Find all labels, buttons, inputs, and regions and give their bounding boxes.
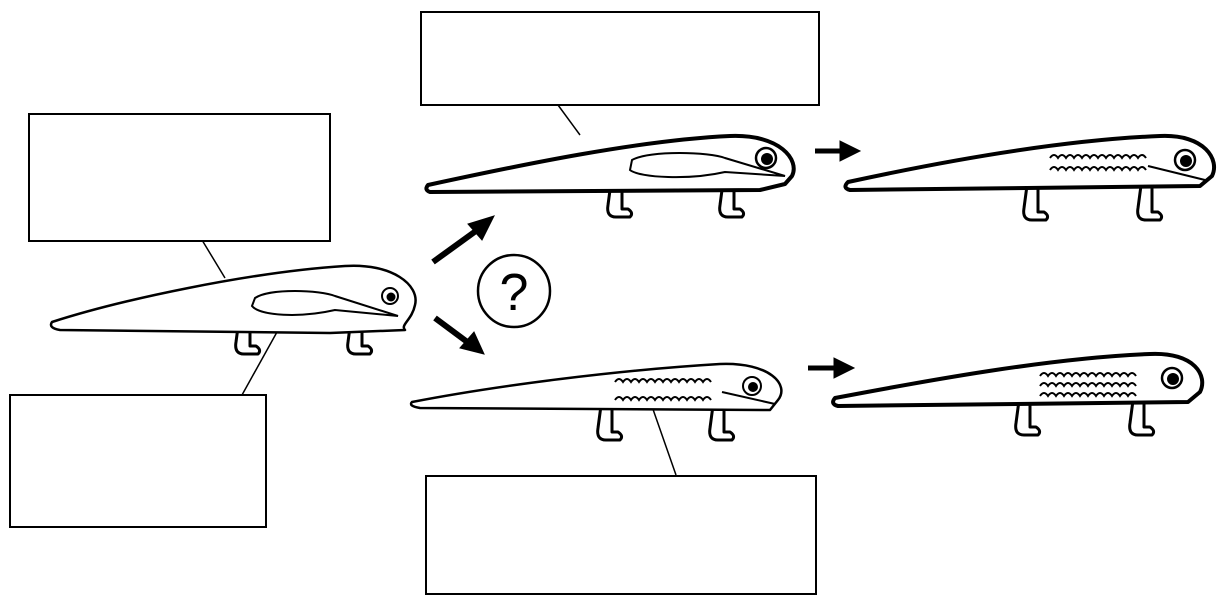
label-box-upper-left[interactable] [28, 113, 331, 242]
label-box-top-center[interactable] [420, 11, 820, 106]
upper-middle-body [424, 133, 796, 194]
label-box-lower-left[interactable] [9, 394, 267, 528]
arrow-right-lower-icon [808, 357, 856, 379]
upper-middle-air-sac [628, 152, 786, 179]
lower-right-body [831, 351, 1205, 408]
ancestor-creature [49, 264, 417, 356]
arrow-down-right-icon [433, 315, 485, 355]
connector-upper-left [201, 239, 226, 279]
lower-right-creature [831, 351, 1205, 437]
arrows [431, 140, 862, 379]
question-mark-text: ? [500, 264, 529, 322]
upper-right-lung-folds [1049, 154, 1147, 160]
lower-middle-lung-folds [614, 378, 712, 384]
ancestor-body [49, 264, 417, 335]
lower-right-lung-folds [1039, 372, 1137, 378]
ancestor-air-sac [250, 290, 399, 317]
arrow-up-right-icon [431, 215, 495, 265]
lower-middle-body [409, 362, 783, 412]
upper-right-body [843, 133, 1216, 192]
label-box-bottom-center[interactable] [425, 475, 817, 595]
arrow-right-upper-icon [815, 140, 862, 162]
upper-middle-creature [424, 133, 796, 219]
upper-right-creature [843, 133, 1216, 222]
question-mark-circle: ? [476, 253, 552, 329]
lower-middle-creature [409, 362, 783, 442]
connector-top-center [557, 104, 581, 136]
